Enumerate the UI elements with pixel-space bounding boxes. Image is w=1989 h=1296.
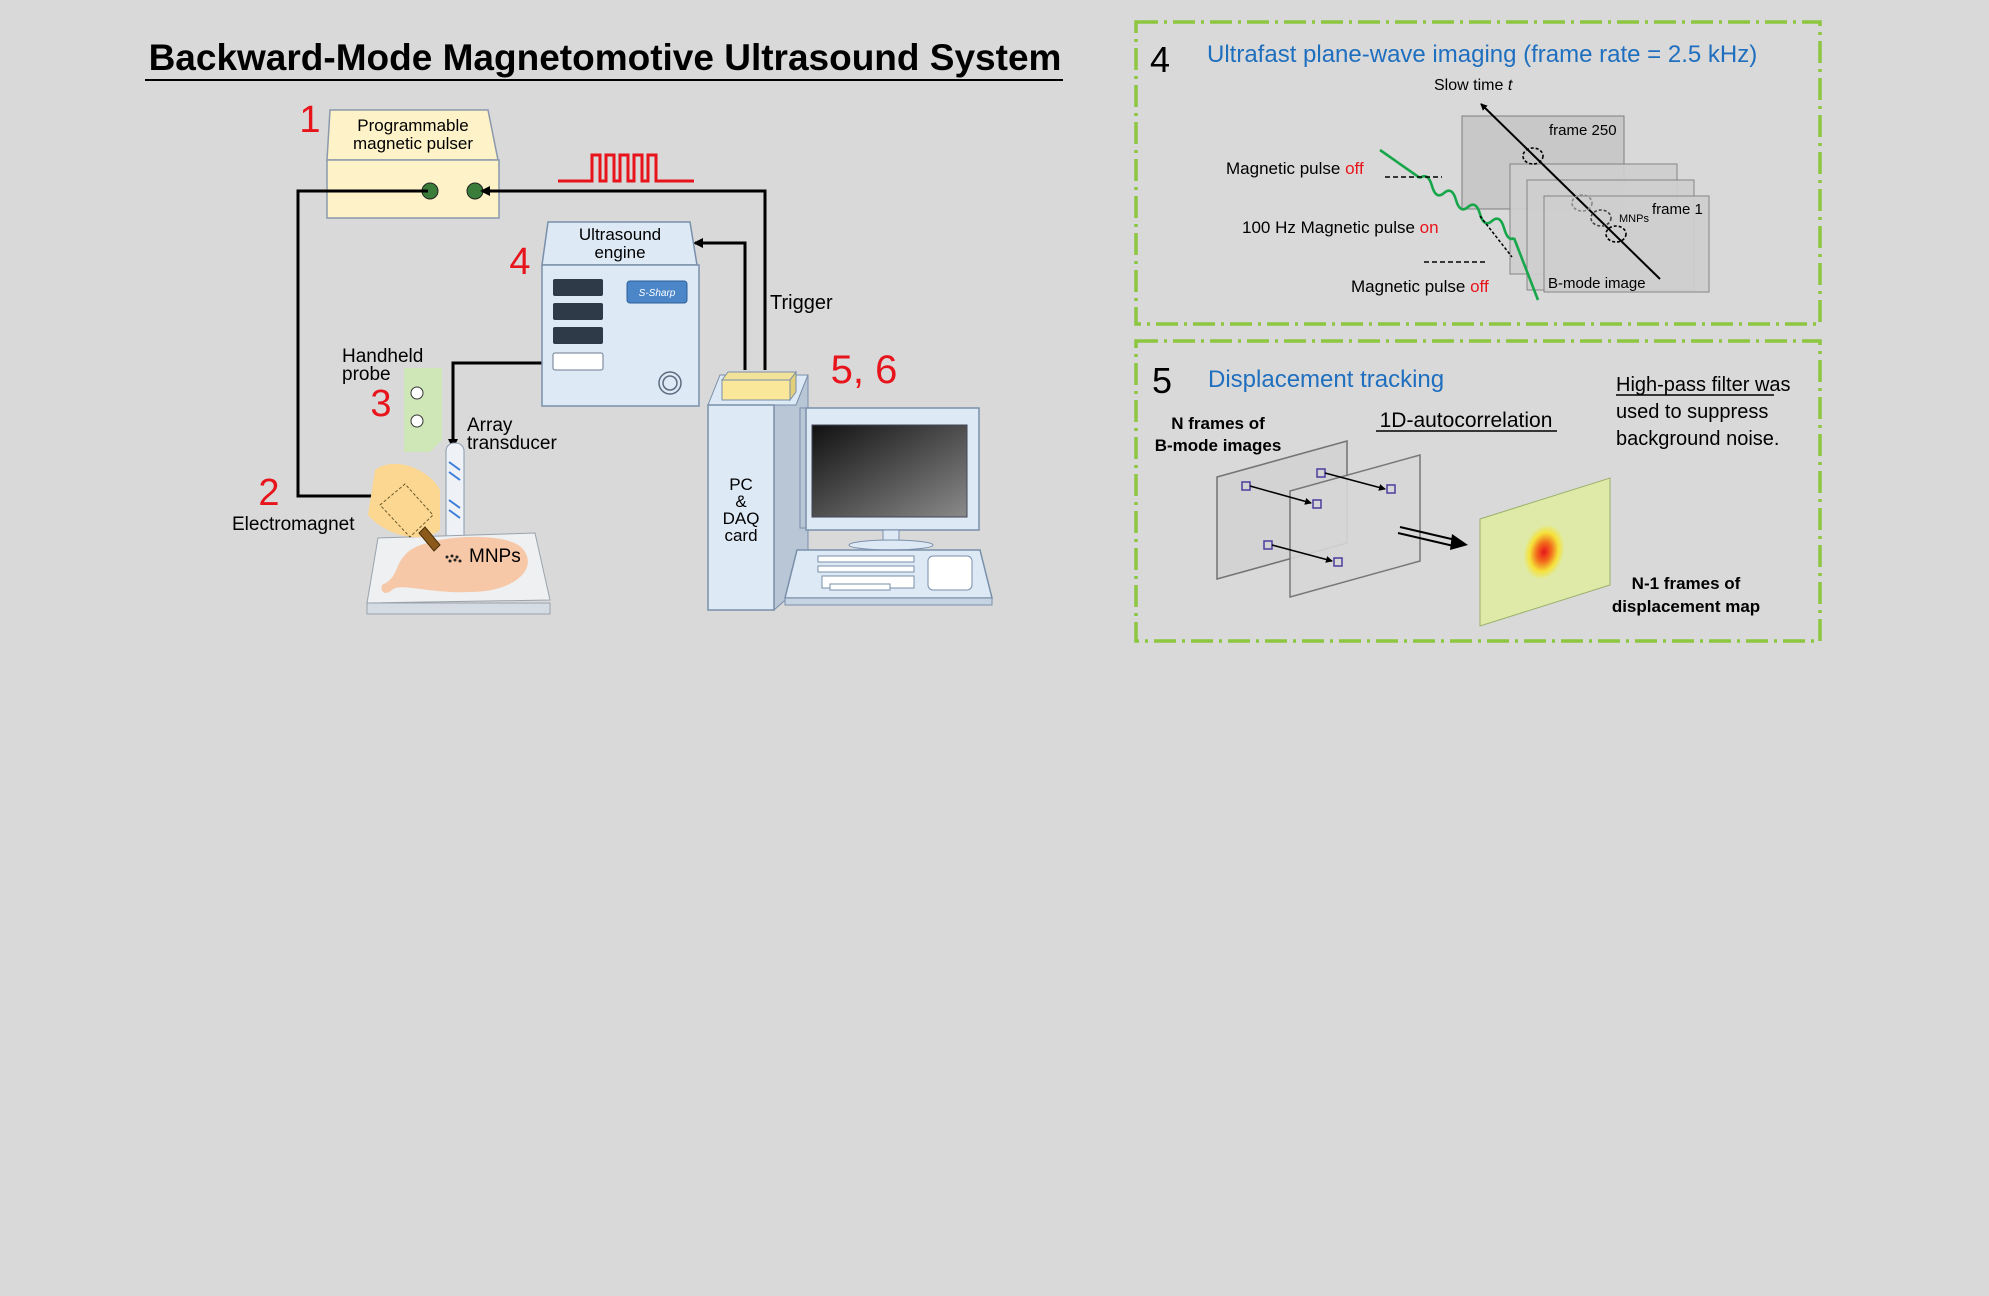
step-number-5-6: 5, 6: [831, 348, 898, 392]
slow-time-label: Slow time t: [1434, 77, 1513, 94]
electromagnet-label: Electromagnet: [232, 514, 355, 535]
mnp-dots: [445, 554, 462, 563]
transducer-label-line2: transducer: [467, 433, 557, 454]
main-title: Backward-Mode Magnetomotive Ultrasound S…: [149, 37, 1062, 78]
ultrasound-engine: Ultrasound engine S-Sharp: [541, 221, 700, 407]
n-frames-label-line1: N frames of: [1171, 414, 1265, 433]
mnp-marker-mid-1: [1571, 194, 1593, 212]
engine-label-line2: engine: [594, 243, 645, 262]
n1-frames-label-line1: N-1 frames of: [1632, 574, 1741, 593]
pc-label-line3: DAQ: [723, 509, 760, 528]
dash-marker-3: [1479, 215, 1513, 258]
mnp-marker-frame-250: [1522, 147, 1544, 165]
engine-badge: S-Sharp: [639, 288, 676, 299]
panel-4-mnps-label: MNPs: [1619, 213, 1649, 225]
pulse-train: [558, 153, 694, 183]
panel-4-heading: Ultrafast plane-wave imaging (frame rate…: [1207, 41, 1757, 68]
wire-trigger-to-pulser: [480, 186, 767, 370]
bmode-image-label: B-mode image: [1548, 275, 1646, 292]
trigger-label: Trigger: [770, 292, 833, 314]
mnps-label: MNPs: [469, 546, 521, 567]
pulse-off-top-label: Magnetic pulse off: [1226, 159, 1364, 178]
engine-label-line1: Ultrasound: [579, 225, 661, 244]
pulse-off-bottom-label: Magnetic pulse off: [1351, 277, 1489, 296]
transform-arrow: [1397, 526, 1468, 550]
n-frames-label-line2: B-mode images: [1155, 436, 1282, 455]
pc-label-line4: card: [724, 526, 757, 545]
step-number-3: 3: [370, 383, 391, 425]
probe-label-line2: probe: [342, 364, 391, 385]
timeline-off-bottom: [1512, 237, 1540, 301]
mnp-marker-frame-1: [1605, 225, 1627, 243]
panel-4-border: [1134, 20, 1822, 326]
hp-filter-line2: used to suppress: [1616, 401, 1768, 423]
mnp-marker-mid-2: [1590, 209, 1612, 227]
pc-label-line1: PC: [729, 475, 753, 494]
slow-time-arrow: [1480, 103, 1661, 280]
autocorrelation-label: 1D-autocorrelation: [1380, 409, 1553, 432]
tissue: [381, 536, 528, 593]
pulser-label-line1: Programmable: [357, 116, 469, 135]
timeline-off-top: [1379, 148, 1421, 180]
magnetic-pulser: Programmable magnetic pulser: [326, 109, 500, 219]
bmode-frame-pair: [1216, 440, 1421, 598]
panel-5-border: [1134, 339, 1822, 643]
panel-4-number: 4: [1150, 39, 1170, 80]
transducer-label-line1: Array: [467, 415, 513, 436]
pc-label-line2: &: [735, 492, 747, 511]
pulser-port-right: [466, 182, 484, 200]
hp-filter-line1: High-pass filter was: [1616, 374, 1791, 396]
panel-5-heading: Displacement tracking: [1208, 366, 1444, 393]
step-number-4: 4: [509, 241, 530, 283]
timeline-wave-on: [1419, 174, 1515, 241]
pulser-label-line2: magnetic pulser: [353, 134, 473, 153]
step-number-2: 2: [258, 472, 279, 514]
sample-stage: [366, 532, 551, 615]
pulse-on-label: 100 Hz Magnetic pulse on: [1242, 218, 1439, 237]
array-transducer: [445, 442, 465, 544]
wire-pulser-to-electromagnet: [296, 189, 428, 498]
pc-monitor: [799, 407, 980, 551]
pc-keyboard: [784, 549, 993, 606]
wire-trigger-to-engine: [693, 238, 747, 370]
electromagnet: [368, 463, 441, 552]
hp-filter-line3: background noise.: [1616, 428, 1779, 450]
frame-stack: [1461, 115, 1710, 293]
frame-1-label: frame 1: [1652, 201, 1703, 218]
step-number-1: 1: [299, 99, 320, 141]
frame-250-label: frame 250: [1549, 122, 1617, 139]
probe-label-line1: Handheld: [342, 346, 423, 367]
panel-5-number: 5: [1152, 360, 1172, 401]
n1-frames-label-line2: displacement map: [1612, 597, 1760, 616]
handheld-probe: [404, 368, 442, 452]
displacement-map: [1479, 477, 1611, 627]
